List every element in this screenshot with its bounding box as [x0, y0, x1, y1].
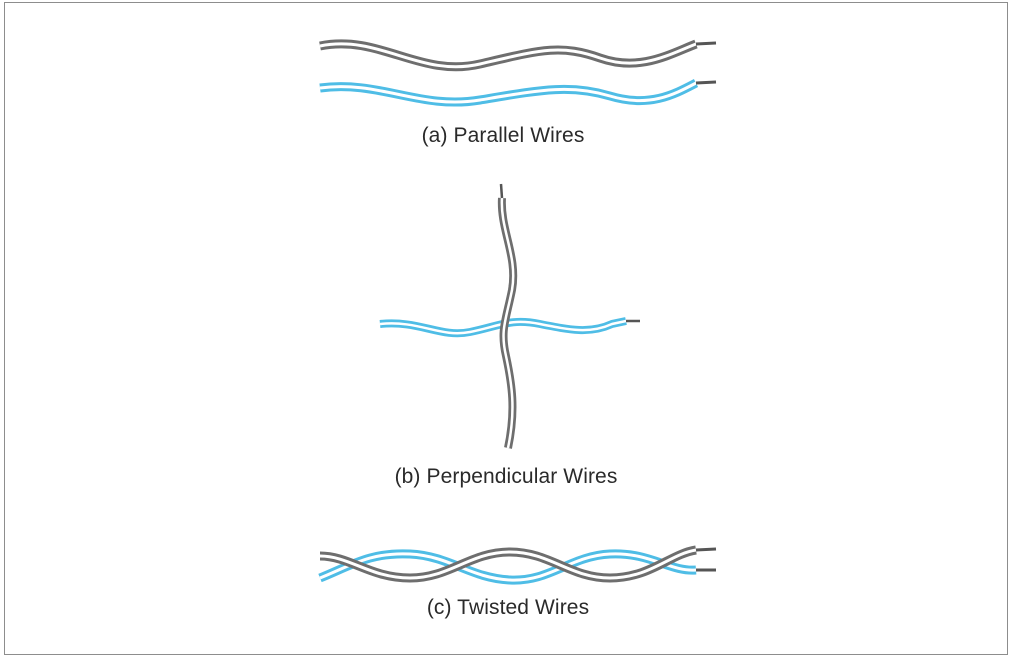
conductor-tip [695, 41, 717, 46]
gray-wire-vertical [497, 183, 518, 449]
blue-wire-horizontal [379, 317, 640, 338]
blue-wire-parallel [319, 79, 717, 107]
perpendicular-wires [379, 183, 640, 449]
conductor-tip [695, 80, 717, 85]
gray-wire-parallel [319, 39, 717, 72]
parallel-wires [319, 39, 717, 107]
caption-twisted: (c) Twisted Wires [426, 596, 590, 619]
caption-perpendicular: (b) Perpendicular Wires [394, 465, 618, 488]
conductor-tip [499, 183, 504, 199]
conductor-tip [695, 547, 717, 552]
gray-wire-twisted [319, 545, 717, 583]
caption-parallel: (a) Parallel Wires [421, 124, 585, 147]
twisted-wires [318, 545, 717, 585]
blue-wire-twisted [318, 549, 716, 585]
